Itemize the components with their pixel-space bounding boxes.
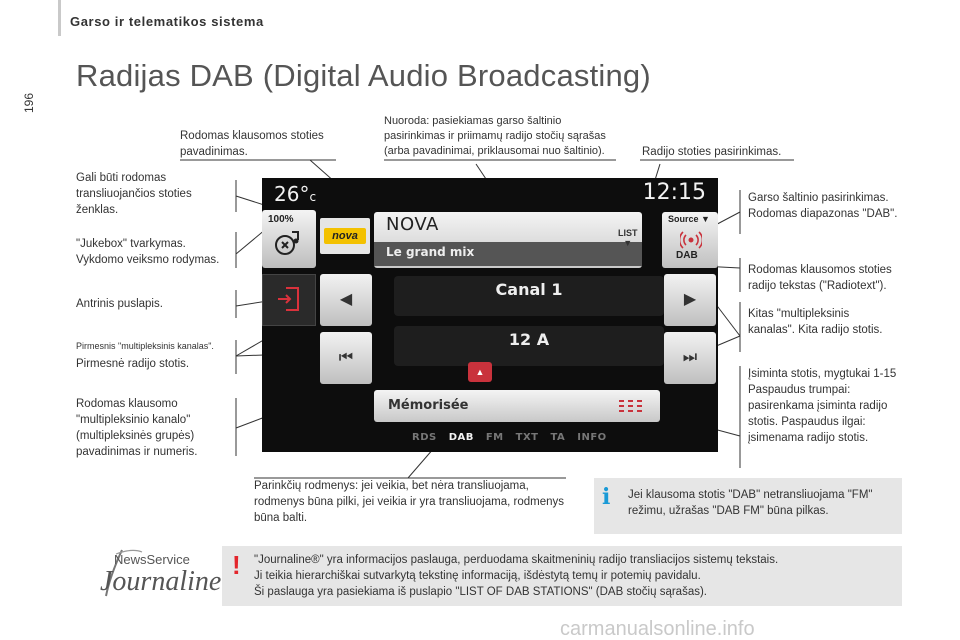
callout-presets: Įsiminta stotis, mygtukai 1-15 Paspaudus… <box>748 368 897 444</box>
skip-back-icon: ⏮ <box>338 349 354 366</box>
callout-next: Kitas "multipleksinis kanalas". Kita rad… <box>748 308 883 336</box>
warning-icon: ! <box>232 550 241 580</box>
source-label: Source ▼ <box>668 214 710 224</box>
callout-secondary: Antrinis puslapis. <box>76 298 163 310</box>
warning-line-3: Ši paslauga yra pasiekiama iš puslapio "… <box>254 586 707 598</box>
preset-grid-icon <box>619 400 642 412</box>
temperature: 26°c <box>274 182 317 206</box>
prev-multiplex-button[interactable]: ◀ <box>320 274 372 326</box>
info-icon: i <box>602 484 611 510</box>
info-box <box>594 478 902 534</box>
section-title: Garso ir telematikos sistema <box>70 14 264 29</box>
mode-ta: TA <box>550 432 566 443</box>
callout-logo: Gali būti rodomas transliuojančios stoti… <box>76 172 192 216</box>
clock: 12:15 <box>642 180 706 205</box>
mode-fm: FM <box>485 432 504 443</box>
list-button[interactable]: LIST▼ <box>618 228 638 248</box>
callout-source-select: Garso šaltinio pasirinkimas. Rodomas dia… <box>748 192 898 220</box>
station-name: NOVA <box>386 214 439 235</box>
memorise-label: Mémorisée <box>388 398 469 413</box>
callout-station-name: Rodomas klausomos stoties pavadinimas. <box>180 130 324 158</box>
broadcast-icon <box>680 231 702 249</box>
journaline-logo <box>105 549 143 597</box>
next-station-button[interactable]: ⏭ <box>664 332 716 384</box>
callout-mux-name: Rodomas klausomo "multipleksinio kanalo"… <box>76 398 198 458</box>
callout-radiotext: Rodomas klausomos stoties radijo tekstas… <box>748 264 892 292</box>
header-bar <box>58 0 61 36</box>
jukebox-button[interactable] <box>262 210 316 268</box>
mode-rds: RDS <box>412 432 437 443</box>
callout-shortcut: Nuoroda: pasiekiamas garso šaltinio pasi… <box>384 115 606 157</box>
chevron-down-icon: ▼ <box>623 238 633 248</box>
warning-line-1: "Journaline®" yra informacijos paslauga,… <box>254 554 779 566</box>
callout-prev-station: Pirmesnė radijo stotis. <box>76 358 190 370</box>
multiplex-name: Canal 1 <box>495 280 563 299</box>
list-label: LIST <box>618 228 638 238</box>
zoom-label: 100% <box>268 214 294 225</box>
channel-number: 12 A <box>508 330 550 349</box>
channel-panel <box>394 326 664 366</box>
mode-info: INFO <box>577 432 607 443</box>
band-label: DAB <box>676 250 698 261</box>
jukebox-icon <box>275 231 299 255</box>
secondary-page-icon <box>278 287 299 311</box>
radiotext: Le grand mix <box>386 245 475 259</box>
mode-txt: TXT <box>515 432 539 443</box>
option-indicators: RDS DAB FM TXT TA INFO <box>412 432 615 443</box>
newsservice-text: NewsService <box>114 552 190 567</box>
skip-forward-icon: ⏭ <box>682 349 698 366</box>
callout-options: Parinkčių rodmenys: jei veikia, bet nėra… <box>254 480 564 524</box>
warning-text: "Journaline®" yra informacijos paslauga,… <box>254 552 894 600</box>
expand-presets-button[interactable]: ▲ <box>468 362 492 382</box>
chevron-right-icon: ▶ <box>683 291 697 308</box>
warning-box <box>222 546 902 606</box>
footer-watermark: carmanualsonline.info <box>560 618 755 640</box>
chevron-left-icon: ◀ <box>339 291 353 308</box>
warning-line-2: Ji teikia hierarchiškai sutvarkytą tekst… <box>254 570 701 582</box>
multiplex-panel <box>394 276 664 316</box>
memorise-bar[interactable] <box>374 390 660 422</box>
radio-screen: 26°c 12:15 100% nova NOVA Le grand mix L… <box>262 178 718 452</box>
info-text: Jei klausoma stotis "DAB" netransliuojam… <box>628 489 873 517</box>
radiotext-bar <box>374 242 642 266</box>
journaline-text: Journaline® <box>100 566 243 597</box>
page-title: Radijas DAB (Digital Audio Broadcasting) <box>76 58 651 93</box>
prev-station-button[interactable]: ⏮ <box>320 332 372 384</box>
callout-jukebox: "Jukebox" tvarkymas. Vykdomo veiksmo rod… <box>76 238 220 266</box>
callout-prev-mux: Pirmesnis "multipleksinis kanalas". <box>76 341 214 351</box>
next-multiplex-button[interactable]: ▶ <box>664 274 716 326</box>
station-logo: nova <box>324 228 366 244</box>
callout-station-select: Radijo stoties pasirinkimas. <box>642 146 782 158</box>
mode-dab: DAB <box>448 432 474 443</box>
